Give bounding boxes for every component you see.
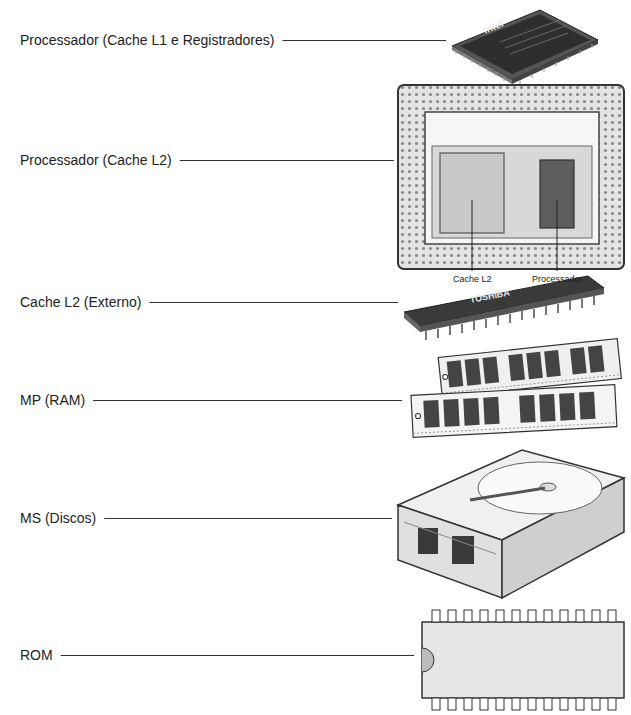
level-label: ROM [20,647,53,664]
ram-modules [411,339,621,438]
part-label: Processador [532,274,583,285]
pga-package [398,85,624,271]
part-label: Cache L2 [453,274,492,285]
level-label: Processador (Cache L1 e Registradores) [20,32,274,49]
level-label: MP (RAM) [20,392,85,409]
leader-line [149,302,398,303]
processor-chip [452,10,598,84]
dip-chip [404,276,604,340]
leader-line [93,400,402,401]
rom-chip [422,610,624,710]
level-label: MS (Discos) [20,510,96,527]
leader-line [282,40,446,41]
level-label: Cache L2 (Externo) [20,294,141,311]
leader-line [472,200,473,271]
leader-line [61,655,414,656]
leader-line [557,200,558,271]
leader-line [180,160,394,161]
hard-disk [398,450,624,598]
leader-line [104,518,392,519]
level-label: Processador (Cache L2) [20,152,172,169]
